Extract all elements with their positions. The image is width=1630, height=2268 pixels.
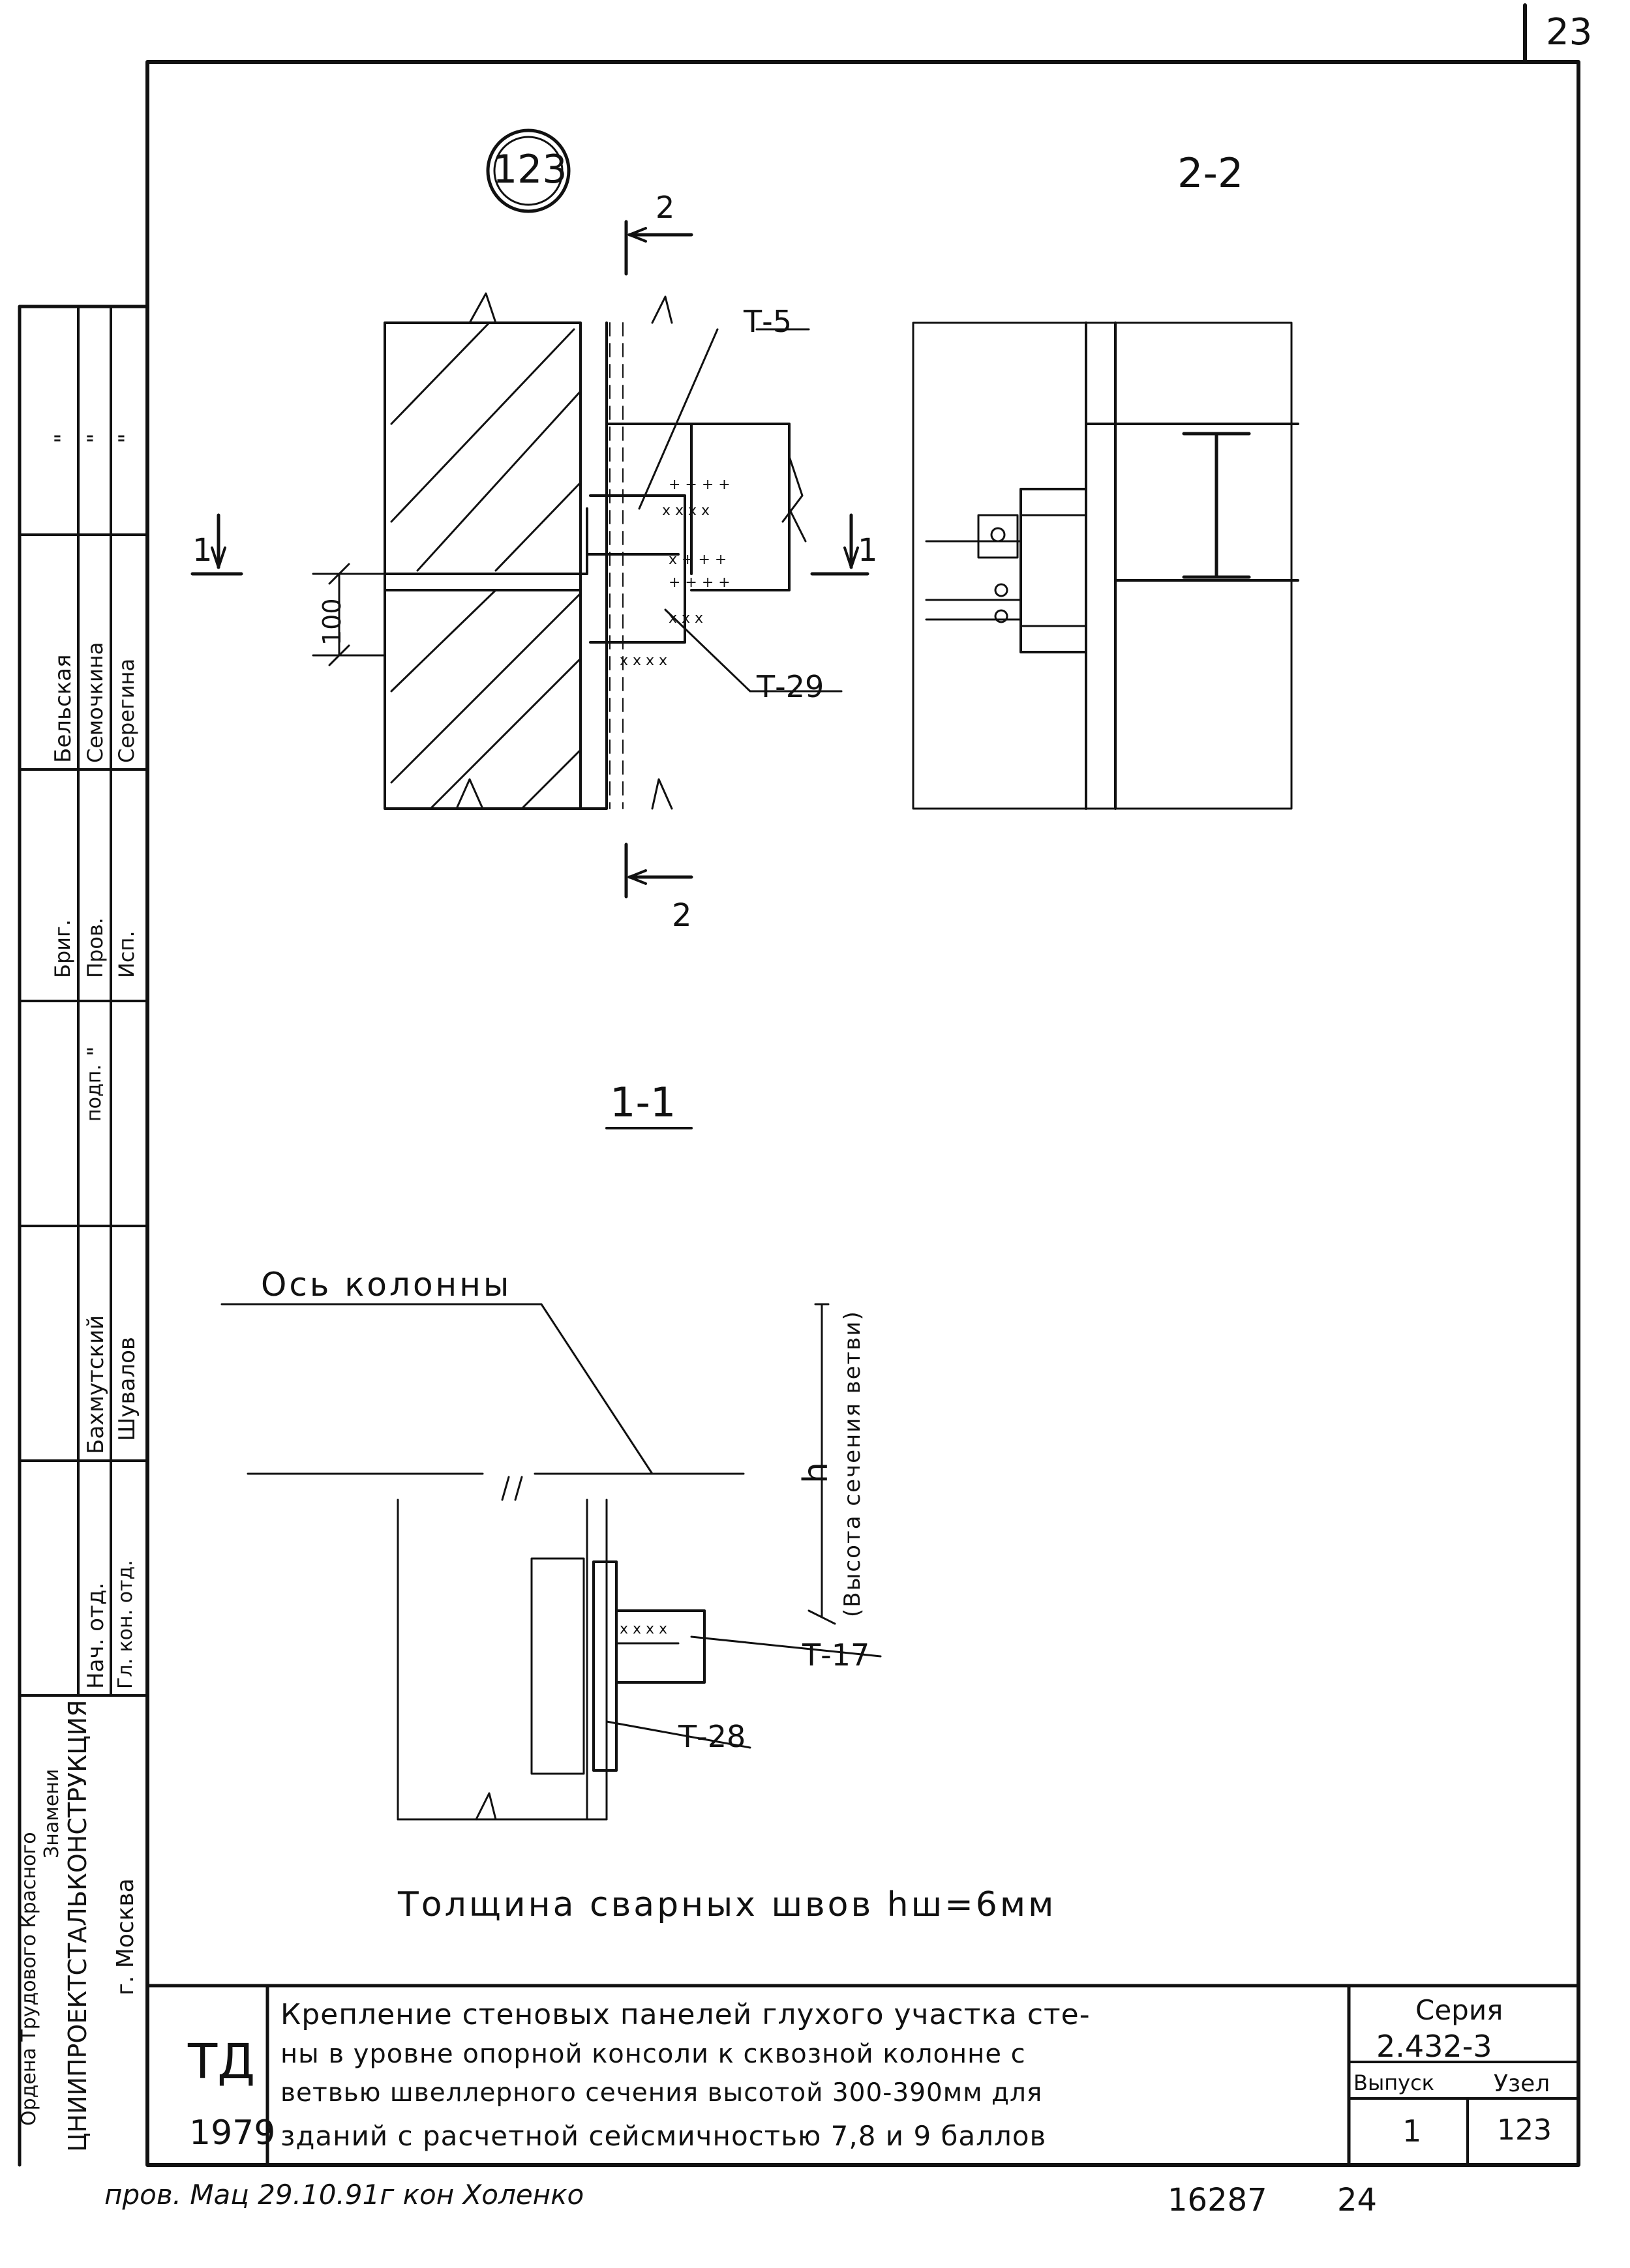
node-label: Узел [1494, 2070, 1550, 2097]
series-value: 2.432-3 [1376, 2029, 1492, 2064]
axis-line [220, 1303, 745, 1475]
cut-mark-1-right: 1 [858, 532, 878, 569]
cut-mark-1-left: 1 [192, 532, 213, 569]
sheet-count: 24 [1337, 2182, 1378, 2218]
stamp-ditto-2: " [83, 433, 109, 443]
stamp-ditto-1: " [50, 433, 76, 443]
wall-outline [384, 321, 608, 810]
series-label: Серия [1415, 1994, 1503, 2026]
svg-text:+ + + +: + + + + [669, 574, 731, 591]
sheet-frame [145, 60, 1580, 2167]
callout-t17: Т-17 [802, 1637, 870, 1673]
stamp-name-nach: Бахмутский [83, 1315, 109, 1454]
stamp-name-prov: Семочкина [83, 642, 108, 763]
check-note: пров. Мац 29.10.91г кон Холенко [104, 2179, 584, 2211]
svg-text:x x x: x x x [669, 610, 703, 627]
org-line-3: ЦНИИПРОЕКТСТАЛЬКОНСТРУКЦИЯ [63, 1699, 92, 2153]
title-block-year: 1979 [189, 2113, 276, 2153]
stamp-name-isp: Серегина [114, 658, 139, 763]
dimension-100: 100 [318, 598, 346, 646]
issue-value: 1 [1402, 2113, 1422, 2149]
callout-t5: Т-5 [744, 304, 792, 339]
title-block-description-line-3: ветвью швеллерного сечения высотой 300-3… [280, 2078, 1043, 2108]
stamp-role-isp: Исп. [114, 931, 139, 978]
stamp-name-podp: " [83, 1046, 109, 1056]
stamp-name-brig: Бельская [50, 654, 76, 763]
svg-text:+ + + +: + + + + [669, 477, 731, 493]
weld-note: Толщина сварных швов hш=6мм [398, 1885, 1057, 1924]
callout-t29: Т-29 [757, 669, 824, 704]
stamp-ditto-3: " [114, 433, 140, 443]
svg-text:x x x x: x x x x [620, 653, 667, 669]
title-block-code: ТД [188, 2034, 256, 2090]
node-value: 123 [1497, 2113, 1552, 2147]
side-stamp-h [18, 533, 149, 1697]
h-label: h [796, 1462, 836, 1484]
stamp-role-podp: подп. [83, 1064, 106, 1122]
svg-text:x + + +: x + + + [669, 552, 727, 568]
title-block-description-line-1: Крепление стеновых панелей глухого участ… [280, 1998, 1091, 2031]
stamp-role-gl: Гл. кон. отд. [114, 1560, 137, 1689]
org-line-4: г. Москва [112, 1878, 139, 1995]
stamp-role-brig: Бриг. [50, 919, 75, 978]
callout-t28: Т-28 [678, 1719, 746, 1754]
section-1-1-title: 1-1 [610, 1079, 676, 1126]
section-2-2-outline [912, 321, 1293, 810]
org-line-2: Знамени [40, 1768, 63, 1858]
issue-label: Выпуск [1353, 2070, 1434, 2095]
section-2-2-title: 2-2 [1177, 149, 1244, 197]
title-block-description-line-4: зданий с расчетной сейсмичностью 7,8 и 9… [280, 2120, 1047, 2152]
h-note: (Высота сечения ветви) [839, 1310, 866, 1617]
cut-mark-2-top: 2 [656, 190, 675, 225]
page-number: 23 [1546, 11, 1593, 53]
side-stamp-outline [18, 305, 149, 2167]
svg-text:x x x x: x x x x [662, 503, 710, 519]
doc-number: 16287 [1168, 2182, 1267, 2218]
cut-mark-2-bottom: 2 [672, 897, 692, 934]
org-line-1: Ордена Трудового Красного [18, 1832, 40, 2126]
stamp-role-prov: Пров. [83, 918, 108, 978]
stamp-role-nach: Нач. отд. [83, 1582, 109, 1689]
axis-label: Ось колонны [261, 1266, 512, 1304]
node-circle [486, 128, 571, 213]
title-block-description-line-2: ны в уровне опорной консоли к сквозной к… [280, 2039, 1026, 2069]
stamp-name-gl: Шувалов [114, 1337, 140, 1441]
node-mark: 123 [492, 147, 567, 192]
svg-text:x x x x: x x x x [620, 1621, 667, 1637]
